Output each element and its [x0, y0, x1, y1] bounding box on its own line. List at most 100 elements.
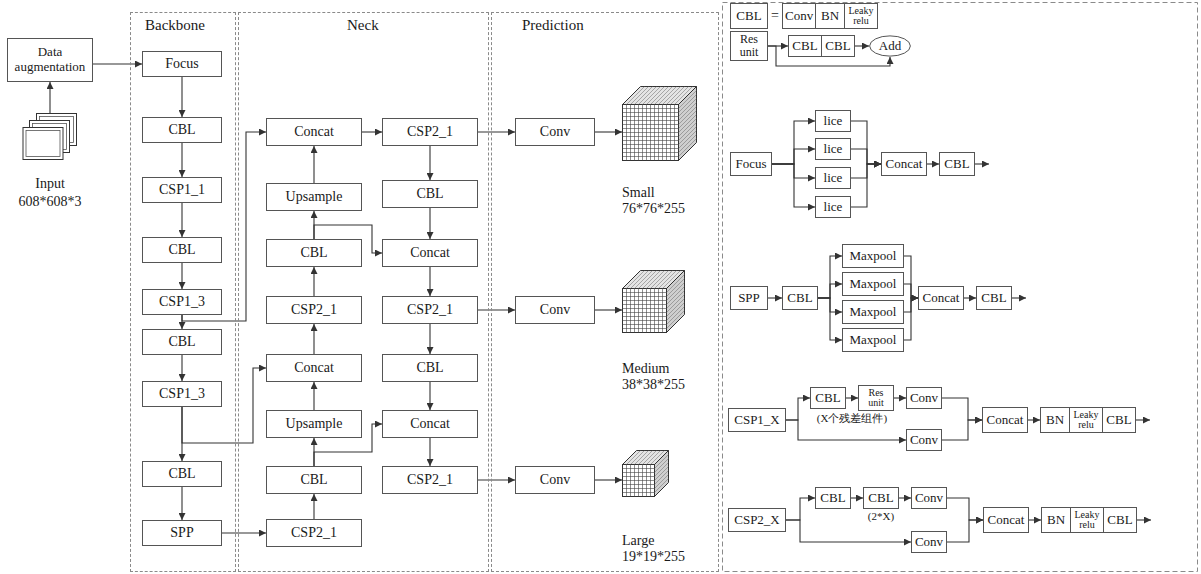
- connector-arrow: [181, 203, 182, 237]
- block-box: Maxpool: [842, 328, 904, 352]
- block-label: Data augmentation: [10, 45, 90, 75]
- block-box: CBL: [382, 354, 478, 382]
- block-box: Conv: [782, 3, 816, 29]
- block-box: CBL: [1103, 507, 1137, 533]
- block-label: BN: [1043, 413, 1067, 428]
- block-label: Res unit: [861, 388, 891, 409]
- connector-arrow: [818, 298, 842, 340]
- connector-arrow: [904, 256, 918, 298]
- block-box: Leaky relu: [1070, 507, 1104, 533]
- block-box: Focus: [142, 51, 222, 77]
- output-arrow-group: [975, 164, 1151, 520]
- connector-arrow: [786, 498, 815, 520]
- cube-grid: [627, 271, 685, 329]
- connector-arrow: [429, 324, 430, 354]
- block-box: lice: [815, 196, 851, 218]
- block-box: Concat: [881, 152, 927, 176]
- block-label: CBL: [866, 491, 896, 506]
- block-label: CBL: [813, 391, 843, 406]
- block-label: Leaky relu: [847, 6, 875, 27]
- connector-arrow: [899, 497, 911, 498]
- output-size-label: 19*19*255: [622, 549, 685, 565]
- block-label: CBL: [818, 491, 848, 506]
- block-box: Res unit: [858, 385, 894, 411]
- connector-arrow: [894, 397, 906, 398]
- block-box: CBL: [382, 180, 478, 208]
- block-box: BN: [1041, 507, 1071, 533]
- note-label: (X个残差组件): [816, 412, 888, 425]
- connector-arrow: [181, 143, 182, 177]
- connector-arrow: [595, 309, 622, 310]
- block-label: CSP1_3: [145, 386, 219, 402]
- connector-arrow: [478, 131, 515, 132]
- connector-arrow: [429, 382, 430, 410]
- connector-arrow: [478, 309, 515, 310]
- connector-arrow: [818, 284, 842, 298]
- block-label: Leaky relu: [1073, 510, 1101, 531]
- block-label: CSP2_1: [385, 302, 475, 318]
- block-label: Conv: [785, 9, 813, 24]
- block-box: Conv: [515, 118, 595, 146]
- block-box: lice: [815, 110, 851, 132]
- input-image: Input608*608*3: [5, 113, 95, 211]
- cube-front-face: [623, 465, 655, 497]
- ellipse-outline: [870, 36, 911, 56]
- block-label: Maxpool: [845, 277, 901, 292]
- block-label: CBL: [791, 39, 819, 54]
- connector-arrow: [772, 149, 815, 164]
- connector-arrow: [942, 398, 982, 420]
- cube-grid: [623, 465, 655, 497]
- block-box: CBL: [142, 117, 222, 143]
- connector-arrow: [904, 284, 918, 298]
- block-label: Concat: [269, 360, 359, 376]
- block-label: BN: [818, 9, 842, 24]
- block-box: Data augmentation: [7, 38, 93, 82]
- connector-arrow: [429, 146, 430, 180]
- input-label: Input: [5, 175, 95, 193]
- block-label: Upsample: [269, 189, 359, 205]
- block-box: CBL: [821, 35, 855, 57]
- block-box: CSP2_X: [728, 508, 786, 532]
- block-label: CBL: [145, 334, 219, 350]
- connector-arrow: [93, 63, 142, 64]
- block-box: Maxpool: [842, 300, 904, 324]
- block-box: Leaky relu: [1069, 407, 1103, 433]
- connector-group: [50, 46, 1041, 542]
- feature-map-cube: Medium38*38*255: [622, 270, 685, 393]
- block-label: CBL: [824, 39, 852, 54]
- input-label: 608*608*3: [5, 193, 95, 211]
- output-size-label: Large: [622, 533, 685, 549]
- block-label: Concat: [921, 291, 961, 306]
- block-box: Upsample: [266, 410, 362, 438]
- block-box: Concat: [918, 286, 964, 310]
- connector-arrow: [855, 45, 869, 46]
- block-label: Maxpool: [845, 305, 901, 320]
- cube-drawing: [623, 87, 697, 161]
- connector-arrow: [595, 131, 622, 132]
- connector-arrow: [429, 208, 430, 239]
- connector-arrow: [181, 77, 182, 117]
- connector-arrow: [851, 121, 881, 164]
- connector-arrow: [362, 131, 382, 132]
- panel-heading: Backbone: [131, 13, 235, 34]
- block-box: CBL: [815, 487, 851, 509]
- feature-map-cube: Small76*76*255: [622, 86, 697, 217]
- connector-arrow: [772, 164, 815, 207]
- block-box: Res unit: [730, 31, 768, 61]
- output-size-label: Small: [622, 185, 697, 201]
- block-label: CBL: [269, 472, 359, 488]
- block-label: lice: [818, 142, 848, 157]
- cube-front-face: [623, 105, 679, 161]
- cube-front-face: [623, 289, 667, 333]
- connector-arrow: [181, 487, 182, 520]
- connector-arrow: [1028, 419, 1040, 420]
- block-label: CSP2_1: [385, 124, 475, 140]
- block-label: CBL: [979, 291, 1009, 306]
- cube-drawing: [623, 451, 669, 497]
- block-label: lice: [818, 114, 848, 129]
- block-label: Conv: [518, 302, 592, 318]
- block-box: CBL: [142, 329, 222, 355]
- connector-arrow: [1029, 519, 1041, 520]
